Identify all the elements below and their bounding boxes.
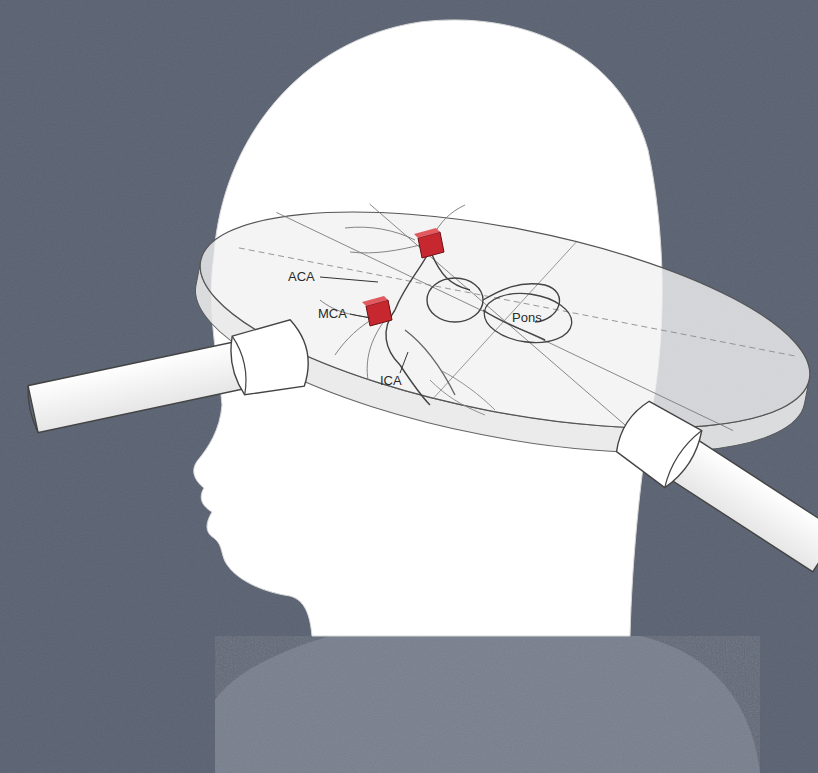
sample-volume bbox=[362, 296, 392, 326]
ultrasound-probe bbox=[23, 318, 314, 443]
cerebral-vessels bbox=[320, 205, 559, 415]
scan-plane bbox=[178, 171, 818, 494]
ultrasound-probe bbox=[609, 394, 818, 580]
part-name: ICA bbox=[380, 374, 402, 387]
sample-volume bbox=[414, 228, 444, 258]
pons-outline bbox=[481, 288, 575, 348]
part-name: MCA bbox=[318, 307, 347, 320]
shoulder-shadow bbox=[215, 636, 760, 773]
part-name: ACA bbox=[288, 270, 315, 283]
part-name: Pons bbox=[512, 311, 542, 324]
leader-line bbox=[320, 277, 408, 373]
